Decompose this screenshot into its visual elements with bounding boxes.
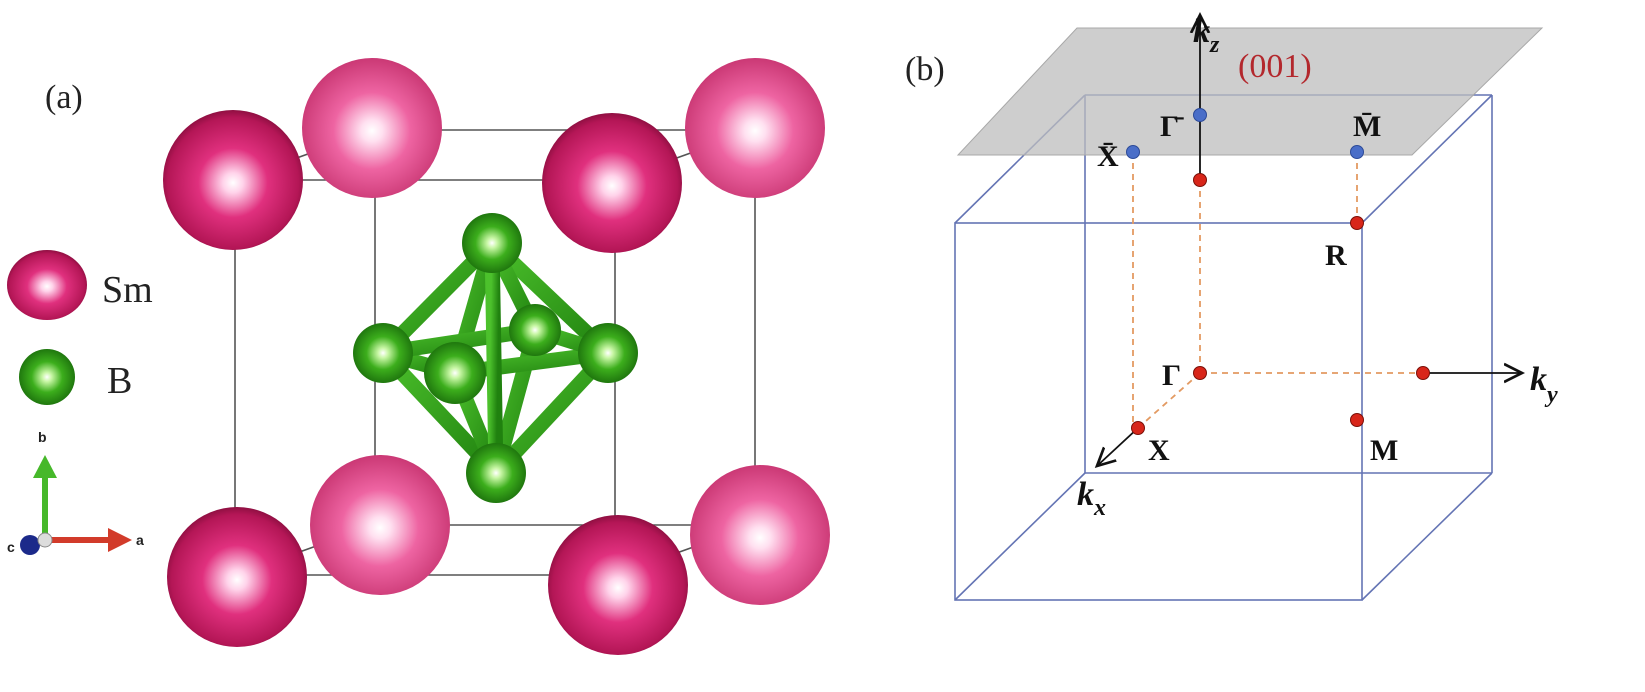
ky-boundary-point xyxy=(1416,366,1430,380)
sm-atom xyxy=(542,113,682,253)
m-bar-label: M̄ xyxy=(1353,110,1381,143)
x-point xyxy=(1131,421,1145,435)
panel-a-label: (a) xyxy=(45,79,83,116)
b6-octahedron xyxy=(353,213,638,503)
legend: Sm B xyxy=(7,250,153,405)
gamma-point xyxy=(1193,366,1207,380)
sm-atom xyxy=(685,58,825,198)
z-point xyxy=(1193,173,1207,187)
b-atom xyxy=(509,304,561,356)
kx-axis xyxy=(1097,427,1139,466)
b-atom xyxy=(466,443,526,503)
brillouin-zone-front xyxy=(954,222,1363,601)
projection-guides xyxy=(1132,152,1423,429)
panel-b-label: (b) xyxy=(905,51,945,88)
r-point xyxy=(1350,216,1364,230)
b-atom xyxy=(353,323,413,383)
m-point xyxy=(1350,413,1364,427)
kz-label: kz xyxy=(1193,13,1220,58)
sm-atom xyxy=(167,507,307,647)
legend-b-label: B xyxy=(107,360,132,402)
legend-sm-swatch xyxy=(7,250,87,320)
axes-indicator: b a c xyxy=(7,429,144,555)
b-atom xyxy=(462,213,522,273)
kx-label: kx xyxy=(1077,476,1106,521)
x-bar-label: X̄ xyxy=(1097,140,1119,173)
gamma-label: Γ xyxy=(1162,359,1181,392)
panel-a: (a) xyxy=(7,58,830,655)
surface-plane-001 xyxy=(956,27,1544,156)
b-atom xyxy=(578,323,638,383)
legend-sm-label: Sm xyxy=(102,269,153,311)
m-label: M xyxy=(1370,434,1398,467)
brillouin-zone-back xyxy=(954,94,1493,601)
sm-atom xyxy=(548,515,688,655)
axis-c-label: c xyxy=(7,539,15,555)
axis-b-label: b xyxy=(38,429,47,445)
panel-b: (b) (001) xyxy=(905,13,1558,601)
sm-atom xyxy=(690,465,830,605)
gamma-bar-point xyxy=(1193,108,1207,122)
surface-plane-label: (001) xyxy=(1238,48,1312,85)
axis-a-label: a xyxy=(136,532,144,548)
b-atom xyxy=(424,342,486,404)
c-axis-marker xyxy=(20,535,40,555)
r-label: R xyxy=(1325,239,1347,272)
ky-label: ky xyxy=(1530,361,1558,408)
sm-atom xyxy=(163,110,303,250)
x-bar-point xyxy=(1126,145,1140,159)
k-axes xyxy=(1097,15,1522,466)
legend-b-swatch xyxy=(19,349,75,405)
x-label: X xyxy=(1148,434,1170,467)
sm-atom xyxy=(302,58,442,198)
m-bar-point xyxy=(1350,145,1364,159)
sm-atom xyxy=(310,455,450,595)
